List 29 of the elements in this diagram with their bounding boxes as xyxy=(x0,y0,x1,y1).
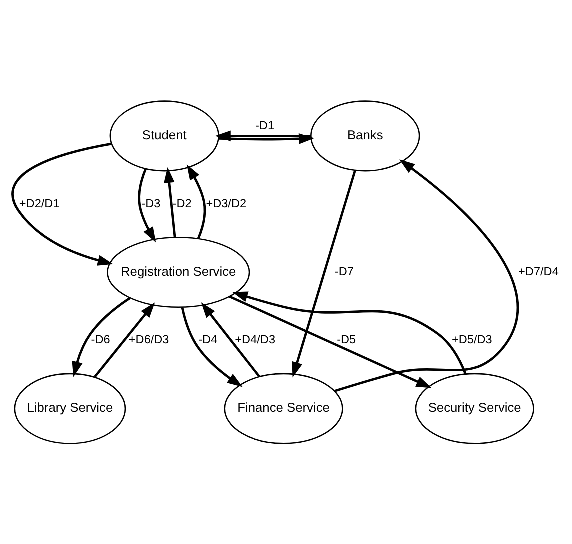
edge-label: -D7 xyxy=(334,264,354,278)
edge-label: +D2/D1 xyxy=(19,196,60,210)
edge-label: +D4/D3 xyxy=(235,332,276,346)
edge-label: +D3/D2 xyxy=(206,196,247,210)
edge-label: +D6/D3 xyxy=(128,332,170,346)
arrow xyxy=(292,170,356,378)
edge-label: +D7/D4 xyxy=(518,264,559,278)
node-ellipse: Student xyxy=(110,100,220,172)
arrow xyxy=(229,295,432,388)
edge-label: -D2 xyxy=(172,196,192,210)
arrow xyxy=(215,130,311,142)
arrow xyxy=(138,168,156,242)
arrow xyxy=(72,296,131,377)
arrow xyxy=(201,302,260,377)
edge-label: -D6 xyxy=(91,332,110,346)
edge-label: +D5/D3 xyxy=(452,332,492,346)
edge-label: -D4 xyxy=(198,332,218,346)
arrow xyxy=(181,306,243,387)
node-ellipse: Library Service xyxy=(14,372,126,444)
arrow xyxy=(334,159,519,392)
arrow xyxy=(12,142,114,266)
edge-label: -D5 xyxy=(337,332,356,346)
arrow xyxy=(164,167,176,238)
arrow xyxy=(94,302,156,378)
arrow xyxy=(186,164,206,239)
edge-label: -D1 xyxy=(256,118,275,132)
edge-label: -D3 xyxy=(142,196,161,210)
node-ellipse: Banks xyxy=(310,100,420,172)
arrow xyxy=(232,291,467,374)
